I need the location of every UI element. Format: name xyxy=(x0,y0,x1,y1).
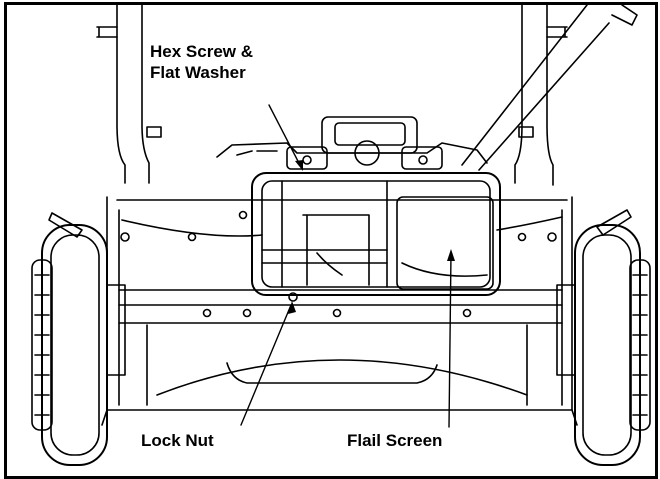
flail-screen-frame xyxy=(252,173,500,301)
wheel-right xyxy=(557,210,650,465)
callout-hex-screw: Hex Screw & Flat Washer xyxy=(150,41,253,83)
callout-hex-screw-line1: Hex Screw & xyxy=(150,41,253,62)
mower-deck xyxy=(102,197,577,425)
handle-right xyxy=(462,5,637,185)
leader-hex-screw xyxy=(269,105,301,167)
callout-flail-screen: Flail Screen xyxy=(347,430,442,451)
handle-left xyxy=(97,5,161,183)
leader-flail-screen xyxy=(449,253,451,427)
callout-hex-screw-line2: Flat Washer xyxy=(150,62,253,83)
diagram-frame: Hex Screw & Flat Washer Lock Nut Flail S… xyxy=(4,2,658,479)
leader-arrowheads xyxy=(288,160,455,314)
callout-lock-nut: Lock Nut xyxy=(141,430,214,451)
engine-cover xyxy=(217,117,487,169)
mower-rear-view-drawing xyxy=(7,5,655,476)
wheel-left xyxy=(32,213,125,465)
